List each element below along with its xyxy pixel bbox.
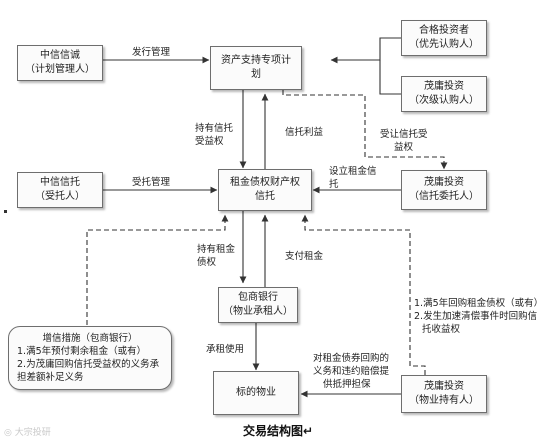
label-pay-rent: 支付租金 bbox=[285, 250, 323, 263]
lease-trust-box: 租金债权财产权 信托 bbox=[218, 169, 312, 211]
qualified-investor-role: （优先认购人） bbox=[409, 39, 479, 50]
label-entrust-manage-text: 受托管理 bbox=[132, 177, 171, 188]
label-pay-rent-text: 支付租金 bbox=[285, 251, 324, 262]
label-transfer-trust: 受让信托受 益权 bbox=[380, 128, 428, 154]
label-issue-manage: 发行管理 bbox=[132, 46, 170, 59]
citic-trust-manager-box: 中信信诚 （计划管理人） bbox=[17, 45, 103, 81]
qualified-investor-name: 合格投资者 bbox=[419, 25, 469, 36]
label-entrust-manage: 受托管理 bbox=[132, 176, 170, 189]
watermark: ◎ 大宗投研 bbox=[4, 428, 51, 438]
maoyong-trustor-box: 茂庸投资 （信托委托人） bbox=[401, 170, 487, 210]
dashed-buyback bbox=[301, 214, 426, 375]
qualified-investor-box: 合格投资者 （优先认购人） bbox=[401, 20, 487, 56]
label-hold-trust-line-2: 受益权 bbox=[195, 136, 224, 147]
label-buyback-line-2: 2.发生加速清偿事件时回购信 bbox=[414, 311, 538, 322]
label-transfer-trust-line-1: 受让信托受 bbox=[380, 129, 428, 140]
arrow-maoyong-sub bbox=[379, 60, 401, 95]
margin-bullet bbox=[4, 210, 7, 213]
label-issue-manage-text: 发行管理 bbox=[132, 47, 171, 58]
asset-plan-box: 资产支持专项计 划 bbox=[210, 46, 302, 90]
credit-enhancement-item-2: 2.为茂庸回购信托受益权的义务承 bbox=[17, 359, 160, 370]
baoshang-bank-role: （物业承租人） bbox=[223, 306, 293, 317]
maoyong-holder-name: 茂庸投资 bbox=[424, 381, 464, 392]
target-property-box: 标的物业 bbox=[213, 371, 299, 415]
baoshang-bank-box: 包商银行 （物业承租人） bbox=[218, 287, 298, 323]
citic-trust-box: 中信信托 （受托人） bbox=[17, 172, 103, 208]
label-buyback-line-1: 1.满5年回购租金债权（或有） bbox=[414, 298, 544, 309]
maoyong-holder-role: （物业持有人） bbox=[409, 395, 479, 406]
label-trust-interest: 信托利益 bbox=[285, 126, 323, 139]
credit-enhancement-title: 增信措施（包商银行） bbox=[42, 333, 138, 344]
credit-enhancement-item-2-cont: 担差额补足义务 bbox=[17, 372, 84, 383]
dashed-credit-enhancement bbox=[86, 214, 229, 325]
dashed-transfer-trust bbox=[282, 90, 448, 170]
label-hold-lease-line-2: 债权 bbox=[197, 257, 217, 268]
label-pledge: 对租金债券回购的 义务和违约赔偿提 供抵押担保 bbox=[313, 352, 389, 391]
label-lease-use: 承租使用 bbox=[206, 343, 244, 356]
citic-trust-manager-role: （计划管理人） bbox=[25, 64, 95, 75]
label-set-lease-trust: 设立租金信 托 bbox=[329, 165, 377, 191]
label-pledge-line-2: 义务和违约赔偿提 bbox=[313, 366, 390, 377]
credit-enhancement-box: 增信措施（包商银行） 1.满5年预付剩余租金（或有） 2.为茂庸回购信托受益权的… bbox=[8, 326, 172, 390]
maoyong-trustor-name: 茂庸投资 bbox=[424, 177, 464, 188]
label-pledge-line-1: 对租金债券回购的 bbox=[313, 353, 390, 364]
maoyong-trustor-role: （信托委托人） bbox=[409, 191, 479, 202]
lease-trust-line-1: 租金债权财产权 bbox=[230, 177, 300, 188]
asset-plan-line-1: 资产支持专项计 bbox=[221, 55, 291, 66]
label-trust-interest-text: 信托利益 bbox=[285, 127, 324, 138]
label-hold-lease-line-1: 持有租金 bbox=[197, 244, 236, 255]
maoyong-sub-box: 茂庸投资 （次级认购人） bbox=[401, 76, 487, 112]
maoyong-sub-role: （次级认购人） bbox=[409, 95, 479, 106]
label-lease-use-text: 承租使用 bbox=[206, 344, 245, 355]
lease-trust-line-2: 信托 bbox=[255, 191, 275, 202]
citic-trust-role: （受托人） bbox=[35, 191, 85, 202]
credit-enhancement-item-1: 1.满5年预付剩余租金（或有） bbox=[17, 346, 147, 357]
label-hold-trust-line-1: 持有信托 bbox=[195, 123, 234, 134]
maoyong-holder-box: 茂庸投资 （物业持有人） bbox=[401, 375, 487, 413]
label-hold-trust: 持有信托 受益权 bbox=[195, 122, 233, 148]
label-set-lease-trust-line-1: 设立租金信 bbox=[329, 166, 377, 177]
asset-plan-line-2: 划 bbox=[251, 69, 261, 80]
diagram-caption: 交易结构图↵ bbox=[242, 424, 314, 438]
citic-trust-manager-name: 中信信诚 bbox=[40, 50, 80, 61]
label-transfer-trust-line-2: 益权 bbox=[394, 142, 414, 153]
arrow-qualified-investor bbox=[330, 37, 401, 64]
maoyong-sub-name: 茂庸投资 bbox=[424, 81, 464, 92]
baoshang-bank-name: 包商银行 bbox=[238, 292, 278, 303]
citic-trust-name: 中信信托 bbox=[40, 177, 80, 188]
label-set-lease-trust-line-2: 托 bbox=[329, 179, 339, 190]
label-buyback: 1.满5年回购租金债权（或有） 2.发生加速清偿事件时回购信 托收益权 bbox=[414, 297, 543, 336]
label-buyback-line-3: 托收益权 bbox=[422, 324, 461, 335]
label-pledge-line-3: 供抵押担保 bbox=[323, 379, 371, 390]
target-property-name: 标的物业 bbox=[236, 387, 276, 398]
label-hold-lease: 持有租金 债权 bbox=[197, 243, 235, 269]
